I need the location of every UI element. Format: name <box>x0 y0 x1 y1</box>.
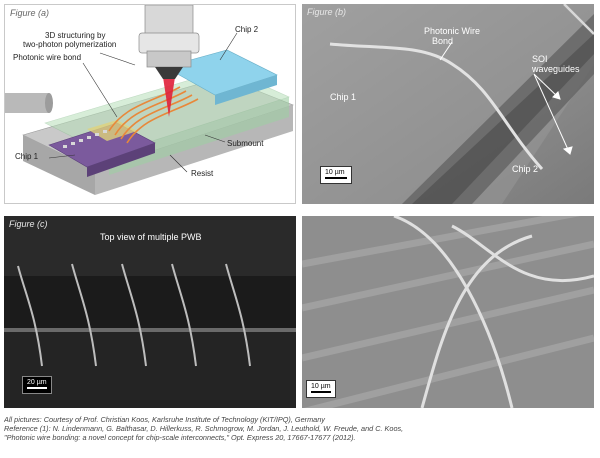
label-photonic-wire: Photonic Wire <box>424 26 481 36</box>
photonic-wire-bonds <box>108 86 199 144</box>
wire-bond-schematic <box>5 5 294 195</box>
figure-c-label: Figure (c) <box>9 219 48 229</box>
scale-bar-b: 10 µm <box>320 166 352 184</box>
sem-image-b <box>302 4 594 204</box>
label-resist: Resist <box>191 169 214 178</box>
label-chip-1-b: Chip 1 <box>330 92 357 102</box>
crossing-wire-bonds <box>393 216 594 408</box>
sem-image-d <box>302 216 594 408</box>
multiple-wire-bonds <box>17 263 251 367</box>
panel-c-title: Top view of multiple PWB <box>100 232 202 242</box>
figure-caption: All pictures: Courtesy of Prof. Christia… <box>4 415 596 442</box>
scale-bar-d: 10 µm <box>306 380 336 398</box>
objective-lens <box>138 5 200 79</box>
figure-a-panel: Figure (a) 3D structuring by two-photon … <box>4 4 296 204</box>
caption-citation: "Photonic wire bonding: a novel concept … <box>4 433 356 442</box>
label-chip-2-b: Chip 2 <box>512 164 539 174</box>
figure-b-panel: Figure (b) Photonic Wire Bond SOI wavegu… <box>302 4 594 204</box>
sem-image-c <box>4 216 296 408</box>
label-soi: SOI <box>532 54 548 64</box>
label-bond: Bond <box>432 36 454 46</box>
label-3d-structuring: 3D structuring by <box>45 31 106 40</box>
laser-beam <box>163 77 175 117</box>
label-photonic-wire-bond: Photonic wire bond <box>13 53 82 62</box>
label-chip-2: Chip 2 <box>235 25 259 34</box>
label-waveguides: waveguides <box>532 64 580 74</box>
chip1-pads <box>63 130 107 148</box>
caption-credit: All pictures: Courtesy of Prof. Christia… <box>4 415 325 424</box>
label-chip-1: Chip 1 <box>15 152 39 161</box>
figure-a-label: Figure (a) <box>10 8 50 18</box>
figure-d-panel: 10 µm <box>302 216 594 408</box>
label-submount: Submount <box>227 139 264 148</box>
label-two-photon: two-photon polymerization <box>23 40 117 49</box>
caption-reference: Reference (1): N. Lindenmann, G. Balthas… <box>4 424 404 433</box>
figure-c-panel: Figure (c) Top view of multiple PWB 20 µ… <box>4 216 296 408</box>
figure-b-label: Figure (b) <box>307 7 347 17</box>
scale-bar-c: 20 µm <box>22 376 52 394</box>
